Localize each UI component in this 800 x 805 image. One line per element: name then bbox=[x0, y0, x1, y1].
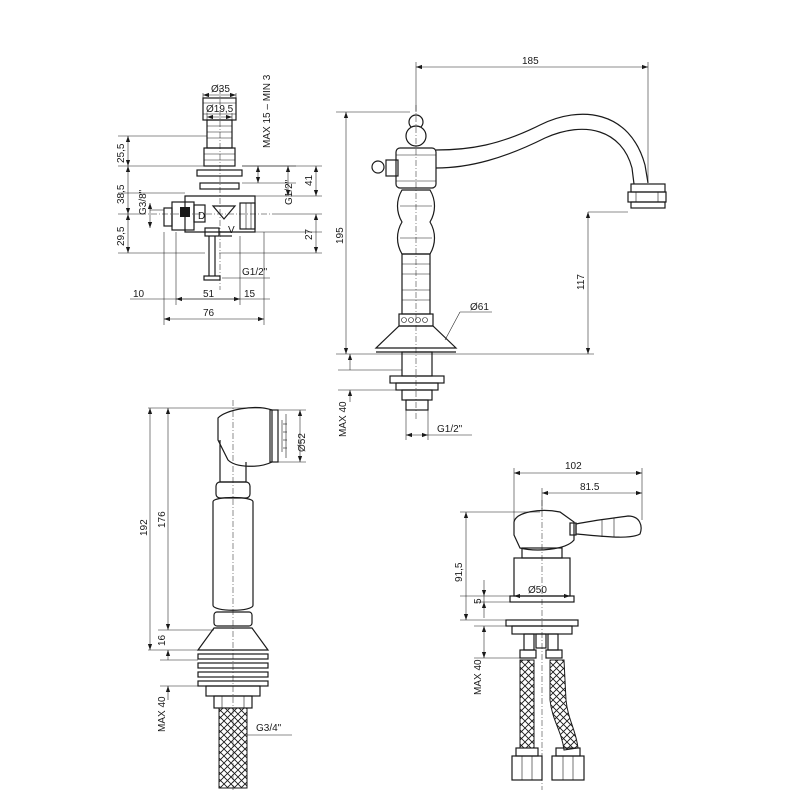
dim-41: 41 bbox=[304, 174, 315, 186]
dim-195: 195 bbox=[335, 227, 346, 244]
dim-51: 51 bbox=[203, 289, 215, 300]
dim-5: 5 bbox=[473, 598, 484, 604]
dim-16: 16 bbox=[157, 634, 168, 646]
dim-g1-2-mixer: G1/2" bbox=[437, 424, 463, 435]
dim-102: 102 bbox=[565, 461, 582, 472]
dim-d61: Ø61 bbox=[470, 302, 489, 313]
concealed-valve-view: D V Ø35 Ø19,5 MAX 15 – MIN 3 25,5 38,5 2… bbox=[116, 74, 322, 325]
lever-mixer-view: 102 81.5 91,5 5 Ø50 MAX 40 bbox=[454, 461, 643, 790]
dim-25-5: 25,5 bbox=[116, 143, 127, 163]
dim-81-5: 81.5 bbox=[580, 482, 600, 493]
valve-spindle bbox=[206, 119, 233, 149]
shower-handle bbox=[212, 496, 254, 611]
hand-shower-view: 192 176 16 Ø52 MAX 40 G3/4" bbox=[139, 400, 308, 790]
lever-handle bbox=[575, 515, 642, 538]
valve-cover-plate bbox=[196, 169, 243, 177]
dim-15: 15 bbox=[244, 289, 256, 300]
basin-mixer-view: 185 195 117 Ø61 MAX 40 G1/2" bbox=[335, 56, 667, 440]
mixer-base bbox=[374, 325, 458, 349]
svg-text:V: V bbox=[228, 225, 235, 236]
dim-g3-4: G3/4" bbox=[256, 723, 282, 734]
mixer-shank bbox=[401, 351, 433, 377]
dim-38-5: 38,5 bbox=[116, 184, 127, 204]
dim-max40-mixer: MAX 40 bbox=[338, 401, 349, 437]
dim-185: 185 bbox=[522, 56, 539, 67]
shower-holder bbox=[196, 627, 270, 651]
dim-117: 117 bbox=[576, 274, 587, 290]
dim-d19-5: Ø19,5 bbox=[206, 104, 234, 115]
dim-91-5: 91,5 bbox=[454, 562, 465, 582]
dim-76: 76 bbox=[203, 308, 215, 319]
spout bbox=[435, 113, 649, 184]
dim-g1-2-top: G1/2" bbox=[284, 179, 295, 205]
lever-cap bbox=[513, 509, 575, 551]
hose-nut-left bbox=[511, 755, 543, 781]
handle-knob-ball bbox=[371, 160, 385, 174]
supply-hose-right bbox=[549, 659, 579, 751]
supply-hose-left bbox=[519, 659, 535, 749]
dim-10: 10 bbox=[133, 289, 145, 300]
dim-29-5: 29,5 bbox=[116, 226, 127, 246]
dim-d50: Ø50 bbox=[528, 585, 547, 596]
mixer-column bbox=[396, 189, 436, 255]
dim-max40-shower: MAX 40 bbox=[157, 696, 168, 732]
dim-max40-lever: MAX 40 bbox=[473, 659, 484, 695]
svg-text:D: D bbox=[198, 211, 205, 222]
dim-g3-8: G3/8" bbox=[138, 189, 149, 215]
dim-max15-min3: MAX 15 – MIN 3 bbox=[262, 74, 273, 148]
shower-head bbox=[217, 406, 273, 467]
hose-nut-right bbox=[551, 755, 585, 781]
dim-g1-2-bottom: G1/2" bbox=[242, 267, 268, 278]
dim-27: 27 bbox=[304, 228, 315, 240]
dim-d35: Ø35 bbox=[211, 84, 230, 95]
dim-176: 176 bbox=[157, 511, 168, 528]
dim-192: 192 bbox=[139, 519, 150, 536]
dim-d52: Ø52 bbox=[297, 433, 308, 452]
